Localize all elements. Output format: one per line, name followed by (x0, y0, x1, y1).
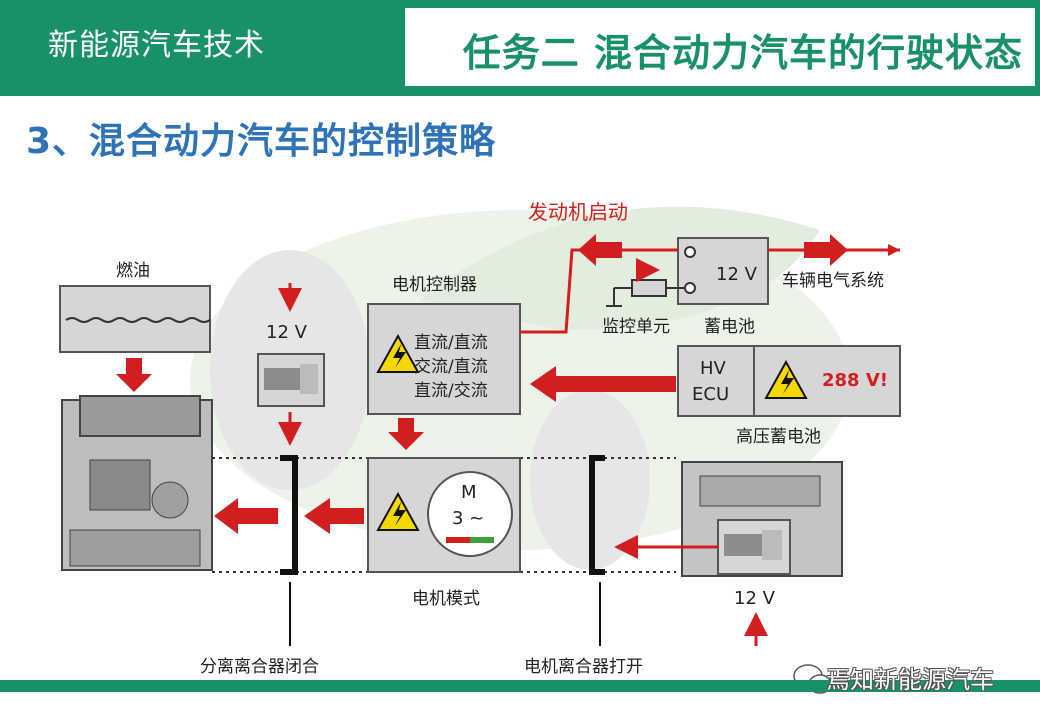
motor-symbol-phase: 3 ~ (452, 508, 485, 529)
task-title: 任务二 混合动力汽车的行驶状态 (462, 31, 1023, 75)
task-title-panel: 任务二 混合动力汽车的行驶状态 (405, 8, 1035, 86)
fuel-tank-icon (59, 285, 211, 353)
watermark: 焉知新能源汽车 (826, 666, 994, 694)
clutch-left-label: 分离离合器闭合 (200, 657, 319, 677)
engine-start-label: 发动机启动 (528, 200, 628, 224)
header-bar: 新能源汽车技术 任务二 混合动力汽车的行驶状态 (0, 0, 1040, 96)
warning-icon (376, 333, 420, 373)
monitoring-unit-icon (631, 279, 667, 297)
starter-voltage-left: 12 V (266, 322, 307, 343)
motor-symbol-circle (427, 471, 513, 557)
section-title: 3、混合动力汽车的控制策略 (26, 121, 497, 162)
clutch-right-label: 电机离合器打开 (524, 657, 643, 677)
clutch-right (589, 455, 605, 575)
hv-ecu-line2: ECU (692, 384, 730, 405)
motor-controller-title: 电机控制器 (392, 275, 477, 295)
start-circuit-line (520, 248, 678, 334)
battery-12v-label: 蓄电池 (704, 317, 755, 337)
vehicle-electrical-label: 车辆电气系统 (782, 271, 884, 291)
footer-bar (0, 680, 1040, 692)
hv-voltage-warning: 288 V! (822, 370, 888, 391)
controller-line-2: 交流/直流 (414, 357, 488, 377)
battery-voltage: 12 V (716, 264, 757, 285)
motor-mode-label: 电机模式 (412, 589, 480, 609)
hv-ecu-line1: HV (700, 358, 726, 379)
controller-line-3: 直流/交流 (414, 381, 488, 401)
transmission-icon (681, 461, 843, 577)
warning-icon (376, 491, 420, 531)
fuel-label: 燃油 (116, 261, 150, 281)
warning-icon (764, 359, 808, 399)
controller-line-1: 直流/直流 (414, 333, 488, 353)
course-title: 新能源汽车技术 (48, 28, 265, 63)
starter-voltage-right: 12 V (734, 588, 775, 609)
monitoring-unit-label: 监控单元 (602, 317, 670, 337)
engine-icon (61, 395, 213, 571)
hv-battery-label: 高压蓄电池 (736, 427, 821, 447)
clutch-left (280, 455, 298, 575)
motor-symbol-m: M (461, 482, 477, 503)
